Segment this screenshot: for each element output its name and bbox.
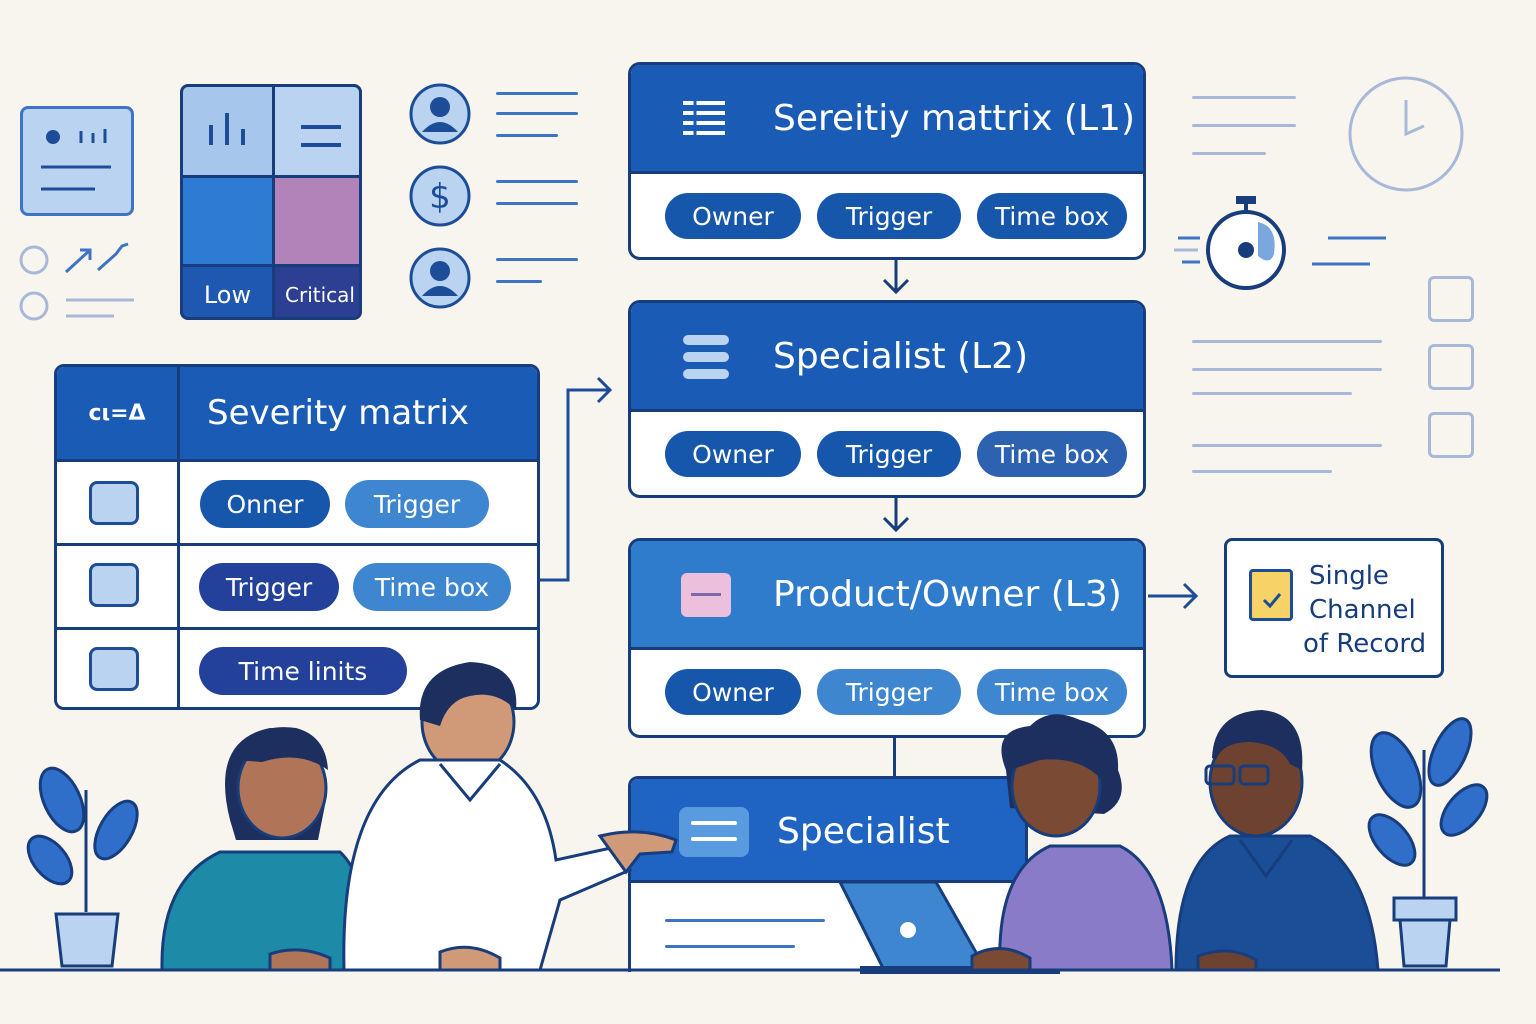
heatmap-critical-label: Critical <box>275 267 359 317</box>
level2-timebox-pill[interactable]: Time box <box>977 431 1127 477</box>
plant-icon <box>26 766 139 968</box>
level1-trigger-pill[interactable]: Trigger <box>817 193 961 239</box>
checklist-box[interactable] <box>1428 276 1474 322</box>
record-line2: Channel <box>1309 595 1416 625</box>
row-checkbox[interactable] <box>89 647 139 691</box>
level1-timebox-pill[interactable]: Time box <box>977 193 1127 239</box>
svg-text:$: $ <box>429 177 451 217</box>
level3-timebox-pill[interactable]: Time box <box>977 669 1127 715</box>
table-header-code: cι=Δ <box>88 400 146 426</box>
level3-trigger-pill[interactable]: Trigger <box>817 669 961 715</box>
checklist-box[interactable] <box>1428 344 1474 390</box>
menu-icon <box>679 807 749 857</box>
level1-card: Sereitiy mattrix (L1) Owner Trigger Time… <box>628 62 1146 260</box>
heatmap-low-label: Low <box>183 267 272 317</box>
heatmap-cell <box>183 178 272 264</box>
severity-heatmap: Low Critical <box>180 84 362 320</box>
stopwatch-icon <box>1174 196 1386 290</box>
plant-icon <box>1367 717 1489 968</box>
table-pill[interactable]: Onner <box>200 480 330 528</box>
right-arrow <box>1148 582 1199 610</box>
level3-card: Product/Owner (L3) Owner Trigger Time bo… <box>628 538 1146 738</box>
record-line1: Single <box>1309 561 1389 591</box>
level3-title: Product/Owner (L3) <box>773 573 1122 615</box>
table-title: Severity matrix <box>207 393 470 433</box>
trend-icons <box>18 240 138 330</box>
level2-owner-pill[interactable]: Owner <box>665 431 801 477</box>
level1-title: Sereitiy mattrix (L1) <box>773 97 1135 139</box>
level2-card: Specialist (L2) Owner Trigger Time box <box>628 300 1146 498</box>
table-pill[interactable]: Time linits <box>199 647 407 695</box>
connector-arrow <box>540 376 613 582</box>
checklist-box[interactable] <box>1428 412 1474 458</box>
level2-title: Specialist (L2) <box>773 335 1029 377</box>
level3-owner-pill[interactable]: Owner <box>665 669 801 715</box>
specialist-screen: Specialist <box>628 776 1028 972</box>
people-illustration <box>0 662 1500 974</box>
specialist-screen-title: Specialist <box>777 810 950 852</box>
down-arrow <box>882 498 910 533</box>
severity-matrix-table: cι=Δ Severity matrix Onner Trigger Trigg… <box>54 364 540 710</box>
table-pill[interactable]: Trigger <box>345 480 489 528</box>
row-checkbox[interactable] <box>89 481 139 525</box>
heatmap-cell <box>275 178 359 264</box>
heatmap-cell <box>275 87 359 175</box>
checkbox-icon <box>1249 569 1293 621</box>
table-pill[interactable]: Trigger <box>199 563 339 611</box>
list-icon <box>683 101 725 135</box>
dollar-icon: $ <box>408 164 472 228</box>
minus-icon <box>681 573 731 617</box>
level2-trigger-pill[interactable]: Trigger <box>817 431 961 477</box>
heatmap-cell <box>183 87 272 175</box>
down-arrow <box>882 260 910 295</box>
user-icon <box>408 82 472 146</box>
table-pill[interactable]: Time box <box>353 563 511 611</box>
record-card: Single Channel of Record <box>1224 538 1444 678</box>
chart-card-icon <box>20 106 134 216</box>
record-line3: of Record <box>1303 629 1427 659</box>
menu-icon <box>683 335 729 379</box>
user-icon <box>408 246 472 310</box>
level1-owner-pill[interactable]: Owner <box>665 193 801 239</box>
row-checkbox[interactable] <box>89 563 139 607</box>
clock-icon <box>1348 76 1464 192</box>
